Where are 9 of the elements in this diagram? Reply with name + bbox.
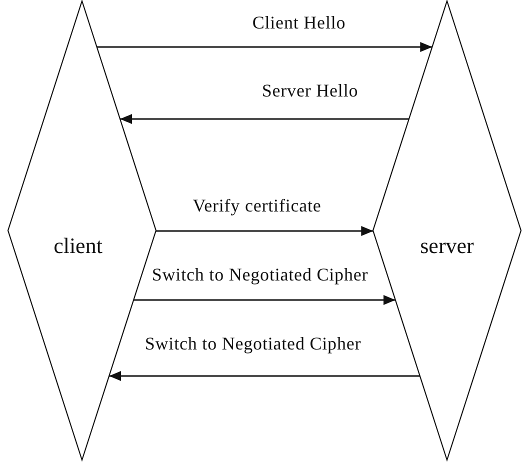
edge-label: Verify certificate [192, 196, 322, 216]
arrow [134, 295, 396, 305]
node-label: client [54, 233, 102, 259]
arrow [109, 371, 420, 381]
arrow [120, 114, 409, 124]
arrow [156, 226, 374, 236]
arrow [96, 42, 432, 52]
node-label: server [420, 233, 474, 259]
diamond-shape [373, 1, 521, 460]
